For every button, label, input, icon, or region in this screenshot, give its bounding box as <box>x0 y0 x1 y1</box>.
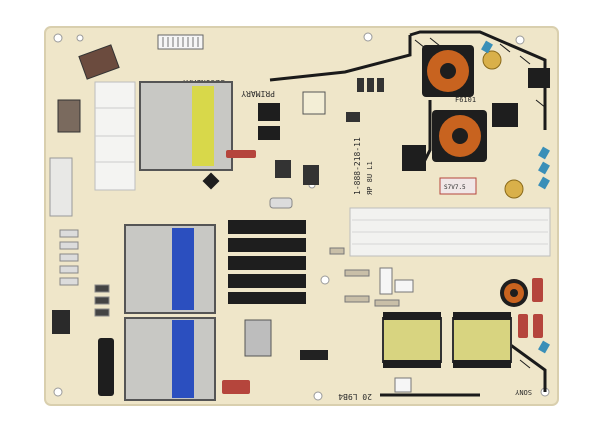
varistor-yellow <box>482 50 502 70</box>
transistor-3 <box>303 165 319 185</box>
silkscreen-sony: SONY <box>514 388 532 396</box>
blue-capacitors <box>481 40 550 354</box>
diode-diamond <box>202 172 220 190</box>
ic-chip <box>300 350 328 360</box>
relay-component <box>78 44 120 80</box>
regulator-heatsink <box>244 319 272 357</box>
toroid-coil-mid <box>432 110 487 162</box>
oval-component <box>269 197 293 209</box>
header-pins <box>357 78 384 92</box>
red-capacitors <box>518 278 543 338</box>
left-heatsink-bank <box>94 81 136 191</box>
top-heatsink <box>139 81 256 171</box>
lower-heatsink-1 <box>124 224 216 314</box>
toroid-coil-small <box>500 279 528 307</box>
left-electrolytic-capacitor <box>98 338 114 396</box>
connector-right <box>528 68 550 88</box>
left-ic <box>52 310 70 334</box>
qr-label <box>394 377 412 393</box>
silkscreen-primary: PRIMARY <box>241 89 275 98</box>
transformer-right <box>452 312 512 368</box>
silkscreen-fuse: F6101 <box>455 96 476 104</box>
top-connector <box>157 34 204 50</box>
right-heatsink <box>349 207 551 257</box>
transistor-1 <box>258 103 280 121</box>
transformer-left <box>382 312 442 368</box>
varistor-yellow-2 <box>504 179 524 199</box>
left-capacitor-block <box>57 99 81 133</box>
sticker-text: S7V7.5 <box>444 184 466 191</box>
yellow-sticker <box>439 177 477 195</box>
mosfet-array <box>228 220 306 304</box>
lower-heatsink-2 <box>124 317 216 401</box>
toroid-coil-top <box>422 45 474 97</box>
bridge-rectifier <box>492 103 518 127</box>
small-inductor <box>275 160 291 178</box>
mounting-holes <box>53 32 550 401</box>
relay-black <box>402 145 426 171</box>
silkscreen-version: ЯP 8U L1 <box>366 161 374 195</box>
silkscreen-part-number: 1-888-218-11 <box>353 137 362 195</box>
ic-small <box>346 112 360 122</box>
transistor-2 <box>258 126 280 140</box>
left-passive-parts <box>59 229 110 317</box>
left-connector <box>49 157 73 217</box>
misc-resistors <box>329 247 414 307</box>
silkscreen-bottom-label: 20 L9B4 <box>338 392 372 401</box>
red-resistor <box>222 380 250 394</box>
isolation-border <box>269 30 547 397</box>
small-transformer <box>302 91 326 115</box>
